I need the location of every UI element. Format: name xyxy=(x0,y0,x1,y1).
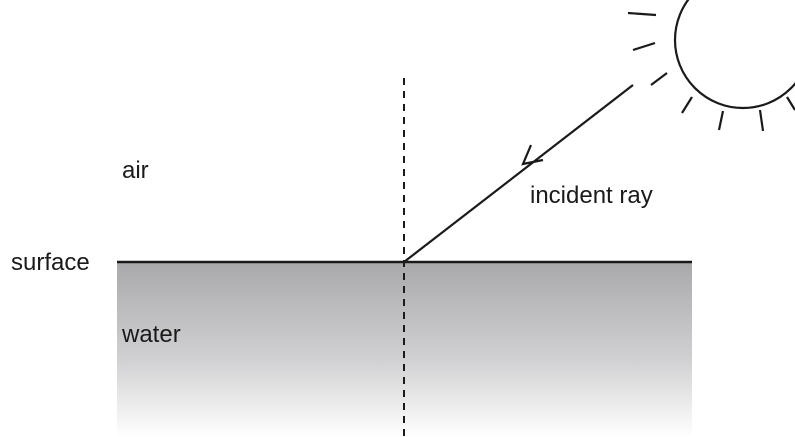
sun-disc xyxy=(673,0,795,110)
sun-ray xyxy=(650,72,668,86)
incident-ray-line xyxy=(403,84,634,263)
sun-icon xyxy=(627,0,795,132)
air-label: air xyxy=(122,157,149,184)
sun-ray xyxy=(758,109,765,132)
sun-ray xyxy=(786,96,795,111)
sun-ray xyxy=(681,96,693,114)
sun-ray xyxy=(632,41,656,52)
surface-label: surface xyxy=(11,249,90,276)
arrowhead-icon xyxy=(521,144,544,166)
sun-ray xyxy=(717,110,725,131)
incident-ray-label: incident ray xyxy=(530,182,653,209)
water-label: water xyxy=(121,321,181,348)
sun-ray xyxy=(627,11,657,17)
